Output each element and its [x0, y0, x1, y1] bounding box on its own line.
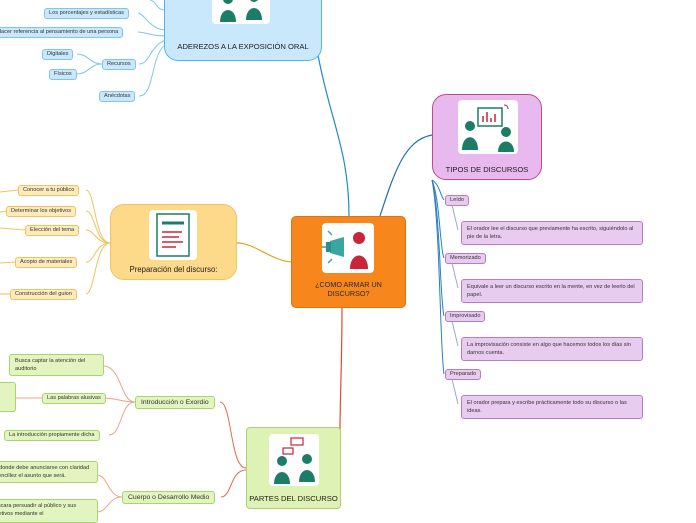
cuerpo-item[interactable]: Es donde debe anunciarse con claridad y … — [0, 461, 98, 483]
tipos-label: TIPOS DE DISCURSOS — [445, 165, 529, 174]
tipo-desc[interactable]: El orador lee el discurso que previament… — [461, 221, 643, 245]
tipo-item-leido[interactable]: Leído — [445, 195, 469, 206]
central-topic-label: ¿COMO ARMAR UN DISCURSO? — [315, 280, 382, 298]
tipo-desc[interactable]: Equivale a leer un discurso escrito en l… — [461, 279, 643, 303]
intro-node[interactable]: Introducción o Exordio — [135, 396, 215, 409]
preparacion-item[interactable]: Construcción del guion — [10, 289, 77, 300]
tipo-desc[interactable]: El orador prepara y escribe prácticament… — [461, 395, 643, 419]
preparacion-item[interactable]: Determinar los objetivos — [6, 206, 77, 217]
aderezo-item[interactable]: Recursos — [102, 59, 136, 70]
presenters-icon — [269, 434, 319, 486]
aderezos-node[interactable]: ADEREZOS A LA EXPOSICIÓN ORAL — [164, 0, 322, 61]
aderezos-label: ADEREZOS A LA EXPOSICIÓN ORAL — [177, 42, 309, 51]
aderezo-item[interactable]: Hacer referencia al pensamiento de una p… — [0, 27, 124, 38]
aderezo-item[interactable]: Físicos — [49, 69, 77, 80]
megaphone-speaker-icon — [322, 223, 374, 273]
preparacion-item[interactable]: Acopio de materiales — [15, 257, 78, 268]
intro-item[interactable]: La introducción propiamente dicha — [4, 430, 100, 441]
intro-empty-box — [0, 382, 16, 412]
tipos-node[interactable]: TIPOS DE DISCURSOS — [432, 94, 542, 180]
preparacion-item[interactable]: Conocer a tu público — [18, 185, 80, 196]
document-icon — [149, 210, 197, 260]
tipo-item-preparado[interactable]: Preparado — [445, 369, 482, 380]
preparacion-item[interactable]: Elección del tema — [25, 225, 80, 236]
intro-item[interactable]: Busca captar la atención del auditorio — [9, 354, 104, 376]
preparacion-node[interactable]: Preparación del discurso: — [110, 204, 237, 280]
cuerpo-item[interactable]: Buscara persuadir al público y sus objet… — [0, 499, 98, 523]
aderezo-item[interactable]: Digitales — [42, 49, 74, 60]
central-topic-node[interactable]: ¿COMO ARMAR UN DISCURSO? — [291, 216, 406, 308]
partes-node[interactable]: PARTES DEL DISCURSO — [246, 427, 341, 509]
intro-item[interactable]: Las palabras alusivas — [42, 393, 106, 404]
presentation-screen-icon — [458, 100, 518, 154]
tipo-item-memorizado[interactable]: Memorizado — [445, 253, 486, 264]
aderezo-item[interactable]: Los porcentajes y estadísticas — [44, 8, 129, 19]
presenters-icon — [212, 0, 270, 24]
tipo-item-improvisado[interactable]: Improvisado — [445, 311, 486, 322]
aderezo-item[interactable]: Anécdotas — [99, 91, 136, 102]
partes-label: PARTES DEL DISCURSO — [249, 494, 338, 503]
tipo-desc[interactable]: La improvisación consiste en algo que ha… — [461, 337, 643, 361]
preparacion-label: Preparación del discurso: — [129, 265, 218, 274]
cuerpo-node[interactable]: Cuerpo o Desarrollo Medio — [122, 491, 216, 504]
